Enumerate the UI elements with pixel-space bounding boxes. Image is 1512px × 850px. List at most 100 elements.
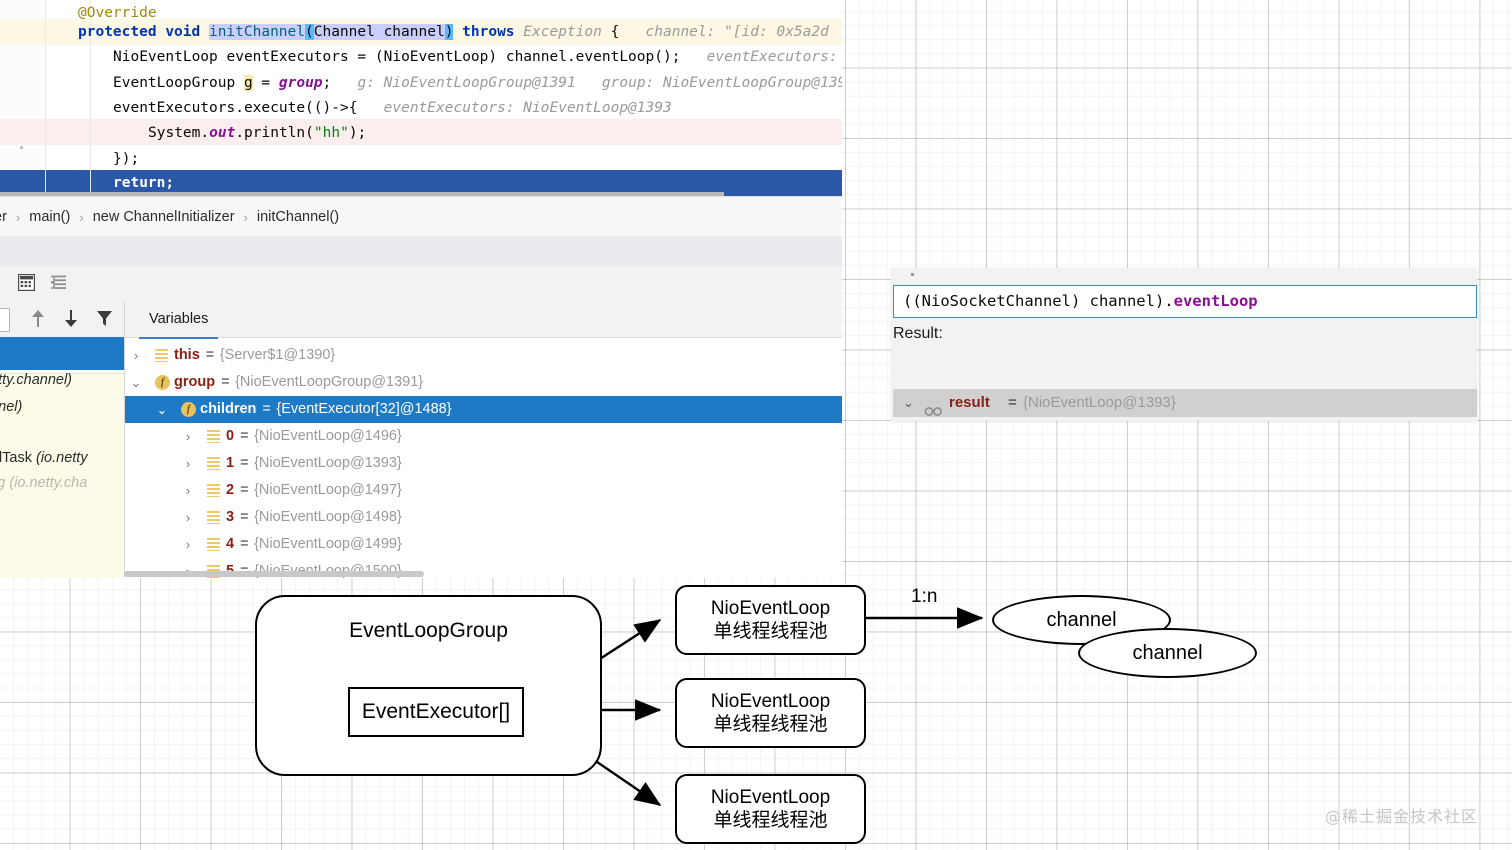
array-icon (155, 349, 168, 362)
nio-event-loop-line1: NioEventLoop (710, 690, 831, 712)
code-token: out (209, 125, 236, 141)
gutter-divider-2 (90, 0, 91, 196)
breadcrumb-separator: › (243, 209, 248, 225)
object-link-icon (924, 398, 944, 416)
chevron-right-icon[interactable]: › (185, 483, 191, 498)
debug-tab-band (0, 236, 842, 267)
code-token (453, 24, 462, 40)
expression-input[interactable]: ((NioSocketChannel) channel).eventLoop (893, 285, 1477, 318)
group-by-icon[interactable] (50, 274, 67, 296)
chevron-right-icon[interactable]: › (185, 537, 191, 552)
variable-row[interactable]: ›4={NioEventLoop@1499} (125, 531, 842, 558)
breadcrumb-separator: › (15, 209, 21, 225)
variable-value: {NioEventLoop@1393} (254, 455, 402, 471)
code-token: channel: "[id: 0x5a2d (628, 24, 829, 40)
chevron-right-icon[interactable]: › (133, 348, 139, 363)
editor-horizontal-scrollbar[interactable] (0, 192, 724, 196)
variable-row[interactable]: ›2={NioEventLoop@1497} (125, 477, 842, 504)
field-icon: f (181, 402, 196, 417)
breadcrumb[interactable]: er›main()›new ChannelInitializer›initCha… (0, 196, 842, 238)
chevron-right-icon[interactable]: › (185, 456, 191, 471)
variable-row[interactable]: ›this={Server$1@1390} (125, 342, 842, 369)
event-loop-group-label: EventLoopGroup (349, 619, 508, 642)
chevron-down-icon[interactable]: ⌄ (130, 375, 142, 390)
variable-name: 0 (226, 428, 235, 444)
breadcrumb-item[interactable]: main() (29, 209, 71, 225)
step-down-arrow-icon[interactable] (63, 309, 79, 333)
code-token: ); (348, 125, 367, 141)
filter-funnel-icon[interactable] (96, 309, 113, 333)
step-up-arrow-icon[interactable] (30, 309, 46, 333)
nio-event-loop-line2: 单线程线程池 (713, 714, 828, 735)
code-token: return; (113, 175, 175, 191)
chevron-right-icon[interactable]: › (185, 429, 191, 444)
code-token: = (252, 75, 279, 91)
tab-variables[interactable]: Variables (139, 301, 219, 339)
frames-thread-combo[interactable] (0, 308, 10, 332)
code-line: eventExecutors.execute(()->{ eventExecut… (0, 95, 842, 121)
nio-event-loop-box: NioEventLoop 单线程线程池 (675, 585, 866, 655)
code-token: EventLoopGroup (113, 75, 244, 91)
variable-row[interactable]: ›1={NioEventLoop@1393} (125, 450, 842, 477)
variable-equals: = (240, 482, 249, 498)
channel-ellipse: channel (1078, 628, 1257, 678)
code-line: System.out.println("hh"); (0, 120, 842, 146)
breadcrumb-item[interactable]: er (0, 209, 7, 225)
code-token: ( (305, 24, 314, 40)
code-token: ) (444, 24, 454, 40)
tooltip-line: netty.channel) (0, 372, 73, 388)
chevron-down-icon[interactable]: ⌄ (156, 402, 168, 417)
debug-toolbar-band (0, 266, 842, 302)
result-row[interactable]: ⌄ result = {NioEventLoop@1393} (893, 389, 1477, 417)
variable-name: 3 (226, 509, 235, 525)
event-executor-array-box: EventExecutor[] (348, 687, 524, 737)
nio-event-loop-box: NioEventLoop 单线程线程池 (675, 678, 866, 748)
code-token: Channel channel (313, 24, 445, 40)
variable-row[interactable]: ›3={NioEventLoop@1498} (125, 504, 842, 531)
code-token: initChannel (208, 24, 305, 40)
variable-name: 5 (226, 558, 234, 578)
tooltip-line: edTask (io.netty (0, 450, 88, 466)
array-icon (207, 484, 220, 497)
ratio-label: 1:n (911, 586, 938, 607)
code-token: g: NioEventLoopGroup@1391 group: NioEven… (331, 75, 842, 91)
variable-equals: = (240, 536, 249, 552)
variable-row[interactable]: ›0={NioEventLoop@1496} (125, 423, 842, 450)
variables-horizontal-scrollbar[interactable] (124, 571, 424, 577)
code-token (515, 24, 524, 40)
breadcrumb-item[interactable]: initChannel() (256, 209, 340, 225)
tooltip-line: ing (io.netty.cha (0, 475, 88, 491)
code-token: Exception (523, 24, 602, 40)
code-token: @Override (78, 5, 157, 21)
dialog-top-strip (891, 268, 1477, 282)
variable-value: {NioEventLoop@1499} (254, 536, 402, 552)
code-token: void (165, 24, 209, 40)
frames-selected-row[interactable] (0, 337, 124, 370)
table-icon[interactable] (17, 273, 36, 296)
code-line: }); (0, 146, 842, 172)
dialog-lower-dot-marker (20, 146, 23, 149)
code-token: throws (462, 24, 515, 40)
variable-value: {NioEventLoop@1498} (254, 509, 402, 525)
frames-pane[interactable]: netty.channel) annel) edTask (io.netty i… (0, 301, 124, 578)
code-token: g (243, 75, 253, 91)
evaluate-expression-dialog[interactable]: ((NioSocketChannel) channel).eventLoop R… (891, 268, 1477, 421)
breadcrumb-item[interactable]: new ChannelInitializer (92, 209, 235, 225)
expression-property: eventLoop (1173, 292, 1258, 310)
result-label: Result: (893, 325, 943, 342)
variable-equals: = (205, 347, 215, 363)
chevron-right-icon[interactable]: › (185, 510, 191, 525)
nio-event-loop-line2: 单线程线程池 (713, 810, 828, 831)
variable-name: 2 (226, 482, 235, 498)
variables-tabbar: Variables (125, 301, 842, 339)
variable-name: this (174, 347, 200, 363)
variable-name: 1 (226, 455, 235, 471)
chevron-down-icon[interactable]: ⌄ (903, 395, 914, 410)
variable-value: {EventExecutor[32]@1488} (276, 401, 452, 417)
code-line: return; (0, 170, 842, 196)
